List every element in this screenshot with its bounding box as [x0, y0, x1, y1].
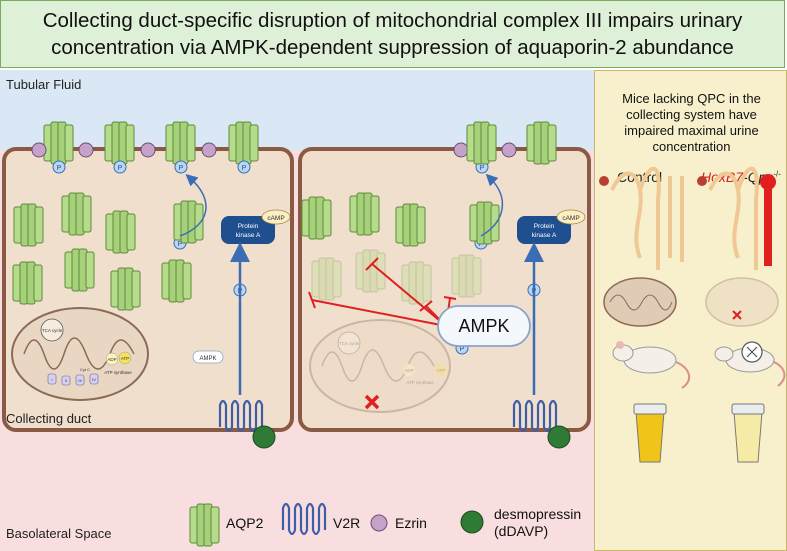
tca-label: TCA cycle [42, 328, 63, 333]
ampk-large-label: AMPK [458, 316, 509, 336]
legend-v2r-label: V2R [333, 515, 360, 531]
ampk-small-label: AMPK [199, 356, 216, 362]
knockout-cell [298, 147, 591, 432]
legend-aqp2-icon [189, 503, 220, 547]
mutant-genotype: -/- [773, 169, 781, 179]
apical-aqp2-control [43, 121, 259, 165]
complex-label: IV [92, 377, 96, 382]
atp-synthase-label: ATP synthase [104, 370, 132, 375]
mitochondrion-knockout: TCA cycle ADP ATP ATP synthase [309, 319, 451, 413]
ampk-control: AMPK [192, 350, 224, 364]
panel-heading: Mice lacking QPC in the collecting syste… [605, 91, 778, 155]
mutant-block-icon [732, 310, 742, 320]
control-urine-cup-icon [633, 403, 667, 463]
panel-heading-line: collecting system have [626, 107, 757, 122]
pka-knockout: Protein kinase A cAMP [517, 209, 586, 244]
ddavp-molecules [252, 425, 571, 449]
v2r-receptor-knockout [512, 399, 558, 433]
adp-label: ADP [107, 357, 116, 362]
tubular-fluid-label: Tubular Fluid [6, 77, 82, 92]
adp-label: ADP [404, 368, 413, 373]
atp-label: ATP [121, 356, 129, 361]
p-label: P [178, 241, 183, 248]
complex-label: I [51, 377, 52, 382]
p-label: P [118, 165, 123, 172]
atp-label: ATP [437, 368, 445, 373]
panel-heading-line: Mice lacking QPC in the [622, 91, 761, 106]
collecting-duct-label: Collecting duct [6, 411, 92, 426]
tca-label: TCA cycle [339, 341, 360, 346]
ampk-knockout: AMPK [437, 305, 531, 347]
p-label: P [57, 165, 62, 172]
pka-label: Protein [534, 223, 555, 230]
p-label: P [480, 165, 485, 172]
legend-ezrin-icon [370, 514, 388, 532]
v2r-receptor-control [218, 399, 264, 433]
legend-v2r-icon [281, 502, 327, 536]
title-line-2: concentration via AMPK-dependent suppres… [51, 36, 734, 59]
complex-label: II [65, 378, 67, 383]
camp-label: cAMP [267, 215, 284, 222]
p-label: P [479, 241, 484, 248]
pka-label: Protein [238, 223, 259, 230]
panel-heading-line: concentration [652, 139, 731, 154]
mitochondrion-control: TCA cycle ADP ATP ATP synthase I II III … [11, 307, 149, 401]
pka-label: kinase A [532, 232, 557, 239]
pka-label: kinase A [236, 232, 261, 239]
complex-iii-block-icon [364, 394, 380, 410]
pka-control: Protein kinase A cAMP [221, 209, 291, 244]
basolateral-space-label: Basolateral Space [6, 526, 112, 541]
complex-label: III [78, 378, 81, 383]
control-mouse-icon [612, 341, 691, 389]
figure-title: Collecting duct-specific disruption of m… [9, 7, 776, 61]
mutant-mouse-icon [714, 341, 786, 387]
cytc-label: Cyt C [80, 367, 90, 372]
legend-ddavp-label: (dDAVP) [494, 523, 548, 539]
title-line-1: Collecting duct-specific disruption of m… [42, 9, 743, 32]
vesicle-aqp2-control [12, 192, 204, 311]
legend-ezrin-label: Ezrin [395, 515, 427, 531]
mutant-mitochondrion-icon [705, 277, 779, 327]
legend-ddavp-label: desmopressin [494, 506, 581, 522]
mutant-gene: HoxB7 [701, 169, 744, 185]
ezrin-markers [31, 142, 517, 158]
p-label: P [179, 165, 184, 172]
panel-heading-line: impaired maximal urine [624, 123, 759, 138]
basolateral-region [0, 430, 594, 551]
p-label: P [242, 165, 247, 172]
legend-aqp2-label: AQP2 [226, 515, 264, 531]
control-tubule-icon [599, 166, 684, 270]
mutant-urine-cup-icon [731, 403, 765, 463]
legend: AQP2 V2R Ezrin desmopressin (dDAVP) [189, 502, 581, 547]
camp-label: cAMP [562, 215, 579, 222]
atp-synthase-label: ATP synthase [406, 380, 434, 385]
p-label: P [460, 346, 465, 353]
legend-ddavp-icon [460, 510, 484, 534]
control-mitochondrion-icon [603, 277, 677, 327]
signal-arrows [179, 173, 544, 395]
mutant-tubule-icon [697, 166, 776, 270]
title-box: Collecting duct-specific disruption of m… [0, 0, 785, 68]
